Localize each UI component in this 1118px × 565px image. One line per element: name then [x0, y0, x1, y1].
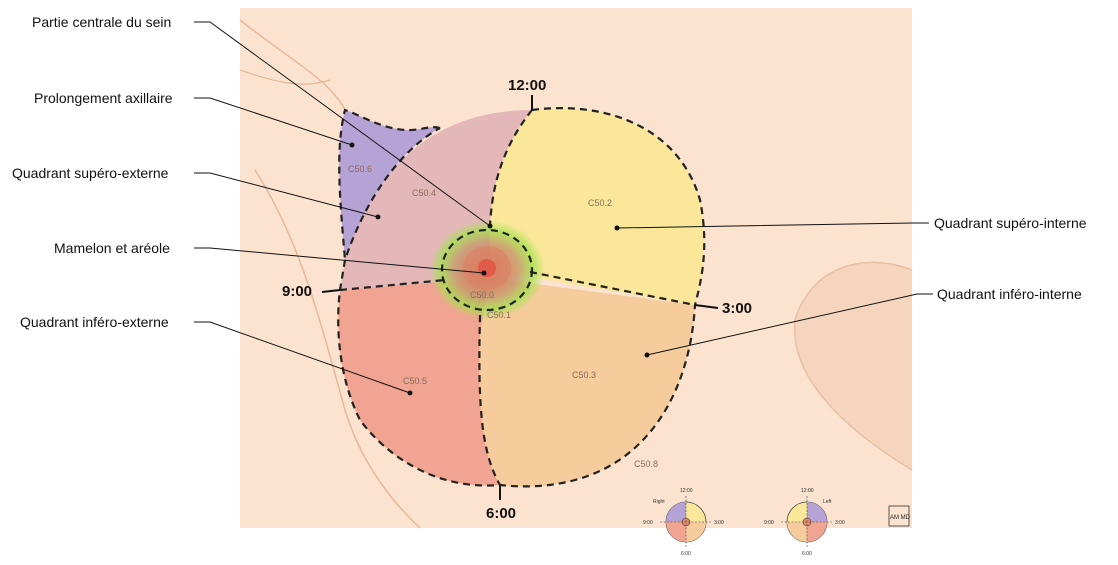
upper-inner-quadrant: [490, 108, 705, 305]
dot-lower-inner: [644, 352, 650, 358]
label-central: Partie centrale du sein: [32, 14, 171, 30]
dot-upper-outer: [375, 214, 381, 220]
leader-upper-outer: [194, 172, 379, 218]
code-c508: C50.8: [634, 459, 658, 469]
mini-right-label: Right: [653, 499, 665, 505]
logo-text: AM MD: [890, 515, 911, 521]
mini-right-12: 12:00: [680, 488, 693, 494]
dot-nipple: [481, 270, 487, 276]
nipple: [478, 259, 496, 277]
leader-upper-inner: [616, 222, 929, 229]
code-c500: C50.0: [470, 290, 494, 300]
clock-9: 9:00: [282, 283, 312, 300]
dot-lower-outer: [407, 390, 413, 396]
horizontal-divider-right: [529, 270, 696, 307]
clock-12: 12:00: [508, 77, 546, 94]
label-upper-outer: Quadrant supéro-externe: [12, 165, 169, 181]
leader-nipple: [194, 247, 485, 274]
mini-left-9: 9:00: [764, 520, 774, 526]
lower-inner-quadrant: [479, 278, 695, 487]
mini-left-12: 12:00: [801, 488, 814, 494]
mini-left-6: 6:00: [802, 551, 812, 557]
tick-3: [694, 304, 719, 309]
code-c505: C50.5: [403, 376, 427, 386]
label-lower-inner: Quadrant inféro-interne: [937, 286, 1082, 302]
label-nipple: Mamelon et aréole: [54, 240, 170, 256]
torso-left-contour: [254, 169, 421, 529]
clock-3: 3:00: [722, 300, 752, 317]
label-axillary: Prolongement axillaire: [34, 90, 173, 106]
leader-lower-outer: [194, 321, 411, 394]
areola-outline: [440, 228, 534, 312]
clock-6: 6:00: [486, 505, 516, 522]
lower-outer-quadrant: [338, 278, 500, 486]
mini-left-label: Left: [823, 499, 832, 505]
dot-central: [487, 223, 493, 229]
logo-box: [888, 505, 910, 527]
horizontal-divider-left: [339, 278, 446, 292]
dot-axillary: [349, 142, 355, 148]
leader-lower-inner: [646, 293, 933, 356]
shoulder-contour: [239, 19, 346, 111]
code-c506: C50.6: [348, 164, 372, 174]
axillary-tail: [339, 110, 440, 260]
vertical-divider-top: [488, 109, 533, 226]
leader-central: [194, 21, 491, 227]
code-c501: C50.1: [487, 310, 511, 320]
code-c502: C50.2: [588, 198, 612, 208]
mini-right-9: 9:00: [643, 520, 653, 526]
right-breast-contour: [793, 261, 913, 471]
code-c504: C50.4: [412, 188, 436, 198]
arm-contour: [239, 69, 331, 85]
mini-diagram-left: Left 12:00 3:00 9:00 6:00: [764, 488, 845, 557]
mini-left-3: 3:00: [835, 520, 845, 526]
code-c503: C50.3: [572, 370, 596, 380]
label-lower-outer: Quadrant inféro-externe: [20, 314, 169, 330]
mini-right-6: 6:00: [681, 551, 691, 557]
mini-right-3: 3:00: [714, 520, 724, 526]
tick-9: [321, 289, 341, 293]
label-upper-inner: Quadrant supéro-interne: [934, 215, 1087, 231]
vertical-divider-bottom: [478, 314, 501, 486]
dot-upper-inner: [614, 225, 620, 231]
leader-axillary: [194, 97, 353, 146]
mini-diagram-right: Right 12:00 3:00 9:00 6:00: [643, 488, 724, 557]
axillary-outline: [338, 108, 441, 261]
